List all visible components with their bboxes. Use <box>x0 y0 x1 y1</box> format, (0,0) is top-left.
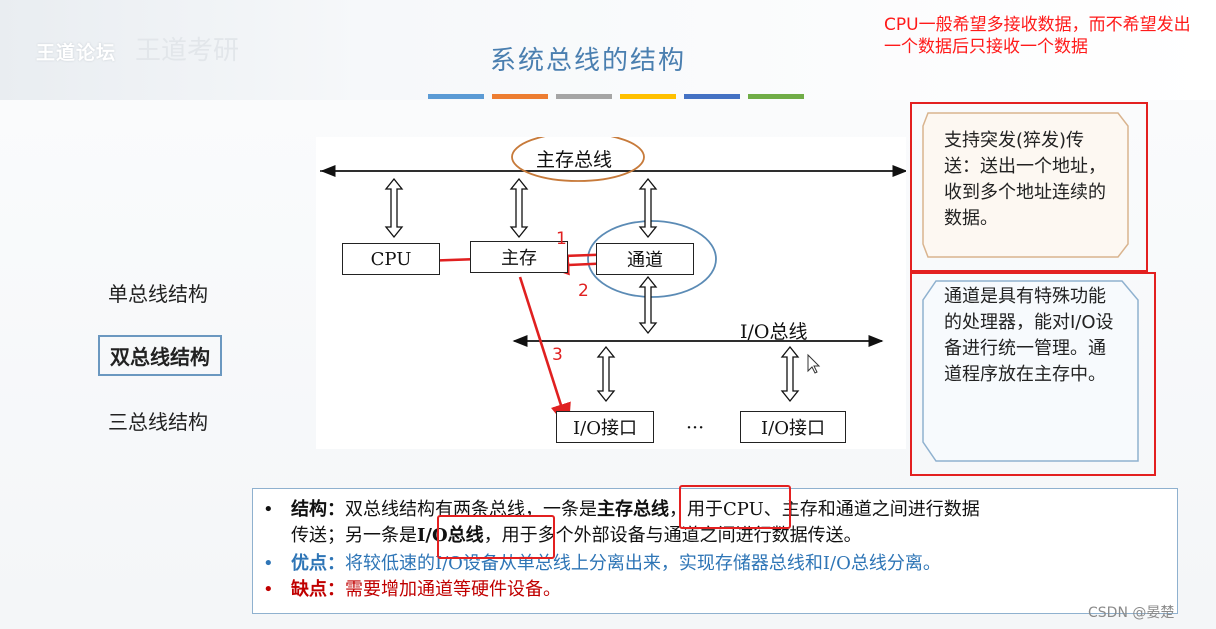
channel-iobus-arrow <box>638 275 658 335</box>
title-stripes <box>428 94 804 99</box>
structure-text-1: 双总线结构有两条总线，一条是 <box>345 499 597 520</box>
structure-bold-main-bus: 主存总线 <box>597 499 669 520</box>
disadvantage-label: 缺点： <box>291 579 345 600</box>
io-port-box-1: I/O接口 <box>556 411 654 443</box>
sidebar-item-triple-bus[interactable]: 三总线结构 <box>108 410 208 434</box>
callout-shape-1 <box>922 112 1129 258</box>
highlight-io-bus <box>437 515 555 559</box>
slide-title: 系统总线的结构 <box>490 46 687 76</box>
advantage-label: 优点： <box>291 553 345 574</box>
memory-bus-arrow <box>509 177 529 239</box>
arrow-label-3: 3 <box>552 345 563 365</box>
watermark: CSDN @晏楚 <box>1088 605 1175 621</box>
logo-calligraphy: 王道考研 <box>135 36 240 66</box>
arrow-label-1: 1 <box>556 229 567 249</box>
cpu-bus-arrow <box>384 177 404 239</box>
callout-frame-2 <box>910 272 1156 476</box>
header-bar <box>0 0 1216 100</box>
logo-text: 王道论坛 <box>36 42 117 64</box>
callout-frame-1 <box>910 102 1148 272</box>
bullet-icon: • <box>263 579 274 600</box>
main-bus-highlight <box>511 137 645 182</box>
channel-highlight <box>587 220 717 298</box>
cursor-icon <box>807 353 821 374</box>
callout-burst-transfer: 支持突发(猝发)传送：送出一个地址，收到多个地址连续的数据。 <box>944 130 1106 229</box>
structure-line-2: 传送；另一条是I/O总线，用于多个外部设备与通道之间进行数据传送。 <box>263 523 862 549</box>
bus-diagram: 主存总线 I/O总线 CPU 主存 通道 I/O接口 ··· I/O接口 1 2… <box>316 137 906 449</box>
title-stripe-2 <box>556 94 612 99</box>
structure-bold-io-bus: I/O总线 <box>417 525 484 546</box>
structure-line-1: • 结构：双总线结构有两条总线，一条是主存总线，用于CPU、主存和通道之间进行数据 <box>263 497 980 523</box>
port2-iobus-arrow <box>780 345 800 403</box>
disadvantage-text: 需要增加通道等硬件设备。 <box>345 579 561 600</box>
bullet-icon: • <box>263 553 274 574</box>
structure-label: 结构： <box>291 499 345 520</box>
highlight-main-bus <box>679 485 791 529</box>
annotation-top: CPU一般希望多接收数据，而不希望发出一个数据后只接收一个数据 <box>884 15 1191 57</box>
channel-box: 通道 <box>596 243 694 275</box>
callout-shape-2 <box>922 280 1139 462</box>
structure-text-2: ，用于CPU、主存和通道之间进行数据 <box>669 499 980 520</box>
port1-iobus-arrow <box>596 345 616 403</box>
io-bus-label: I/O总线 <box>740 321 808 343</box>
diagram-lines <box>320 137 906 430</box>
arrow-label-2: 2 <box>578 281 589 301</box>
structure-text-3: 传送；另一条是 <box>291 525 417 546</box>
sidebar-item-single-bus[interactable]: 单总线结构 <box>108 282 208 306</box>
ellipsis: ··· <box>686 417 705 439</box>
disadvantage-line: • 缺点：需要增加通道等硬件设备。 <box>263 577 561 603</box>
main-bus-label: 主存总线 <box>536 149 613 171</box>
structure-text-4: ，用于多个外部设备与通道之间进行数据传送。 <box>483 525 862 546</box>
io-port-box-2: I/O接口 <box>740 411 846 443</box>
title-stripe-5 <box>748 94 804 99</box>
summary-box: • 结构：双总线结构有两条总线，一条是主存总线，用于CPU、主存和通道之间进行数据… <box>252 488 1178 614</box>
channel-mainbus-arrow <box>638 177 658 239</box>
title-stripe-4 <box>684 94 740 99</box>
advantage-line: • 优点：将较低速的I/O设备从单总线上分离出来，实现存储器总线和I/O总线分离。 <box>263 551 941 577</box>
memory-box: 主存 <box>470 241 568 273</box>
callout-channel: 通道是具有特殊功能的处理器，能对I/O设备进行统一管理。通道程序放在主存中。 <box>944 286 1114 385</box>
title-stripe-3 <box>620 94 676 99</box>
sidebar-item-dual-bus[interactable]: 双总线结构 <box>98 335 222 376</box>
title-stripe-0 <box>428 94 484 99</box>
bullet-icon: • <box>263 499 274 520</box>
cpu-box: CPU <box>342 243 440 275</box>
title-stripe-1 <box>492 94 548 99</box>
red-arrow-3 <box>518 276 571 430</box>
advantage-text: 将较低速的I/O设备从单总线上分离出来，实现存储器总线和I/O总线分离。 <box>345 553 941 574</box>
